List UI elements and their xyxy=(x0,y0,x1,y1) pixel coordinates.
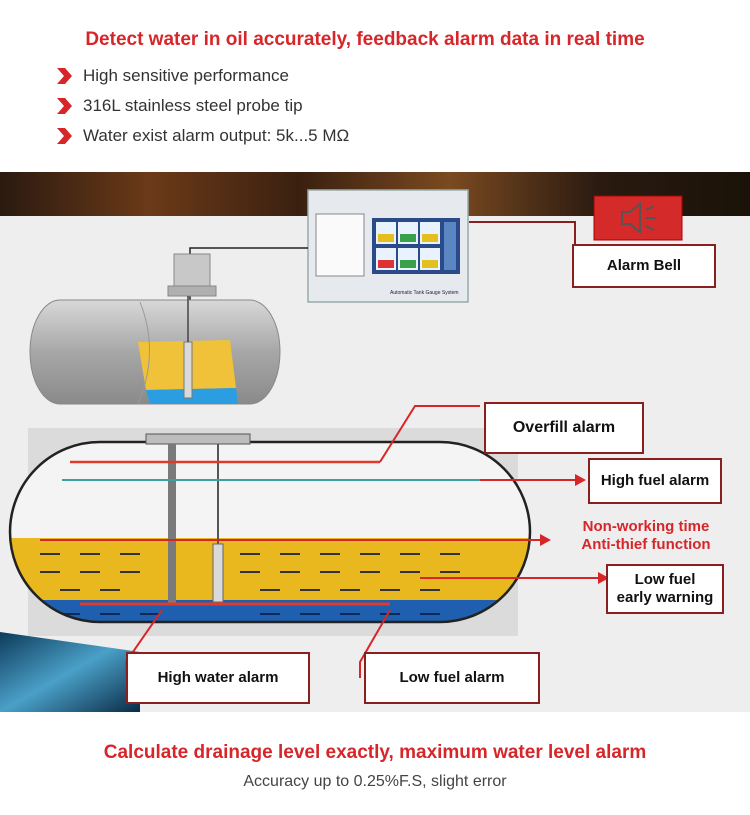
feature-text: High sensitive performance xyxy=(83,66,289,85)
low-fuel-warning-line-2: early warning xyxy=(616,589,714,606)
tank-cross-section xyxy=(10,442,530,622)
non-working-line-1: Non-working time xyxy=(582,518,710,535)
low-fuel-warning-label: Low fuel early warning xyxy=(606,564,724,614)
alarm-bell-device xyxy=(593,195,683,241)
header-title: Detect water in oil accurately, feedback… xyxy=(85,29,645,50)
chevron-right-icon xyxy=(57,68,72,84)
chevron-right-icon xyxy=(57,128,72,144)
non-working-label: Non-working time Anti-thief function xyxy=(556,516,736,556)
water-probe xyxy=(212,543,224,603)
high-water-alarm-label: High water alarm xyxy=(126,652,310,704)
speaker-icon xyxy=(621,201,656,235)
low-fuel-warning-line-1: Low fuel xyxy=(634,571,696,588)
footer-subtitle: Accuracy up to 0.25%F.S, slight error xyxy=(243,773,507,790)
alarm-bell-label: Alarm Bell xyxy=(572,244,716,288)
overfill-alarm-label: Overfill alarm xyxy=(484,402,644,454)
low-fuel-alarm-label: Low fuel alarm xyxy=(364,652,540,704)
console-caption: Automatic Tank Gauge System xyxy=(390,290,459,296)
feature-item: Water exist alarm output: 5k...5 MΩ xyxy=(54,121,349,151)
feature-text: Water exist alarm output: 5k...5 MΩ xyxy=(83,126,350,145)
system-diagram: Automatic Tank Gauge System xyxy=(0,172,750,712)
gauge-console: Automatic Tank Gauge System xyxy=(307,189,469,303)
storage-tank-3d xyxy=(29,253,281,405)
feature-text: 316L stainless steel probe tip xyxy=(83,96,303,115)
footer-title: Calculate drainage level exactly, maximu… xyxy=(103,742,647,763)
high-fuel-alarm-label: High fuel alarm xyxy=(588,458,722,504)
feature-list: High sensitive performance 316L stainles… xyxy=(54,61,349,151)
feature-item: 316L stainless steel probe tip xyxy=(54,91,349,121)
feature-item: High sensitive performance xyxy=(54,61,349,91)
chevron-right-icon xyxy=(57,98,72,114)
background-bottom-band xyxy=(0,632,140,712)
non-working-line-2: Anti-thief function xyxy=(581,536,711,553)
